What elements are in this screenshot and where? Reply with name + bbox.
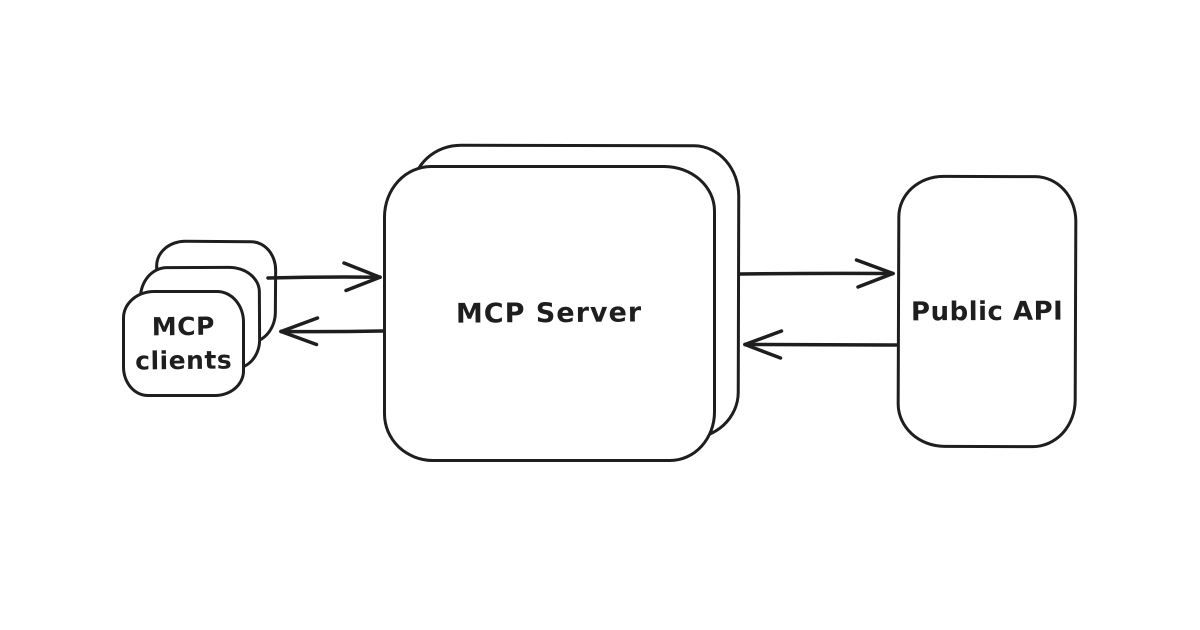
mcp-clients-card-front: MCP clients (122, 290, 245, 397)
arrow-server-to-api (738, 258, 895, 289)
mcp-server-box: MCP Server (383, 165, 716, 462)
public-api-label: Public API (910, 296, 1064, 327)
mcp-clients-label-line1: MCP (151, 311, 215, 341)
mcp-clients-label-line2: clients (134, 344, 233, 376)
public-api-box: Public API (896, 174, 1078, 449)
arrow-api-to-server (743, 329, 898, 360)
mcp-clients-label: MCP clients (135, 309, 233, 378)
arrow-clients-to-server (266, 261, 382, 293)
mcp-server-label: MCP Server (456, 297, 643, 330)
arrow-server-to-clients (279, 316, 385, 347)
